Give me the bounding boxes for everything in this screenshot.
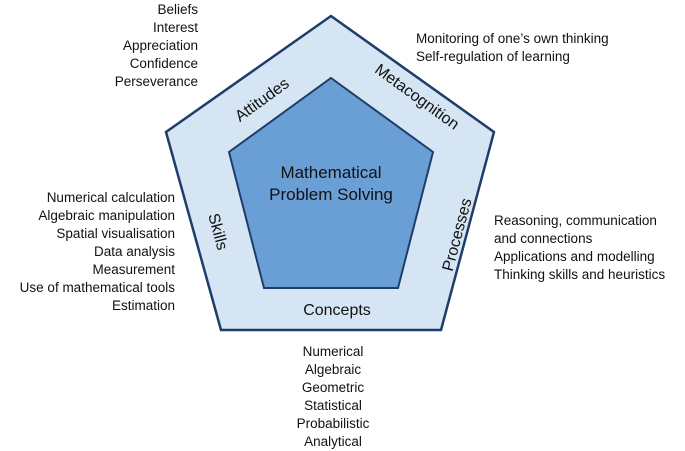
skills-item: Data analysis — [93, 244, 175, 259]
concepts-item: Algebraic — [304, 362, 362, 377]
concepts-item: Statistical — [304, 398, 362, 413]
skills-item: Measurement — [92, 262, 175, 277]
processes-list: Reasoning, communication and connections… — [494, 212, 665, 284]
skills-item: Use of mathematical tools — [19, 280, 175, 295]
attitudes-item: Interest — [152, 20, 198, 35]
skills-list: Numerical calculation Algebraic manipula… — [20, 189, 175, 315]
center-title-line-1: Mathematical — [280, 163, 381, 182]
processes-item: Thinking skills and heuristics — [494, 267, 666, 282]
processes-item: and connections — [494, 231, 593, 246]
metacognition-list: Monitoring of one’s own thinking Self-re… — [416, 30, 609, 66]
attitudes-item: Perseverance — [114, 74, 198, 89]
attitudes-list: Beliefs Interest Appreciation Confidence… — [115, 1, 198, 91]
metacognition-item: Monitoring of one’s own thinking — [416, 31, 609, 46]
concepts-item: Probabilistic — [296, 416, 370, 431]
center-title-line-2: Problem Solving — [269, 185, 393, 204]
skills-item: Estimation — [111, 298, 175, 313]
concepts-list: Numerical Algebraic Geometric Statistica… — [293, 343, 373, 451]
skills-item: Algebraic manipulation — [38, 208, 175, 223]
metacognition-item: Self-regulation of learning — [416, 49, 570, 64]
skills-item: Spatial visualisation — [56, 226, 175, 241]
inner-pentagon — [227, 76, 435, 289]
skills-item: Numerical calculation — [46, 190, 175, 205]
concepts-item: Geometric — [301, 380, 365, 395]
attitudes-item: Beliefs — [157, 2, 198, 17]
concepts-label: Concepts — [303, 302, 371, 319]
processes-item: Applications and modelling — [494, 249, 655, 264]
concepts-item: Analytical — [304, 434, 362, 449]
attitudes-item: Appreciation — [122, 38, 198, 53]
attitudes-item: Confidence — [129, 56, 198, 71]
concepts-item: Numerical — [302, 344, 364, 359]
processes-item: Reasoning, communication — [494, 213, 657, 228]
